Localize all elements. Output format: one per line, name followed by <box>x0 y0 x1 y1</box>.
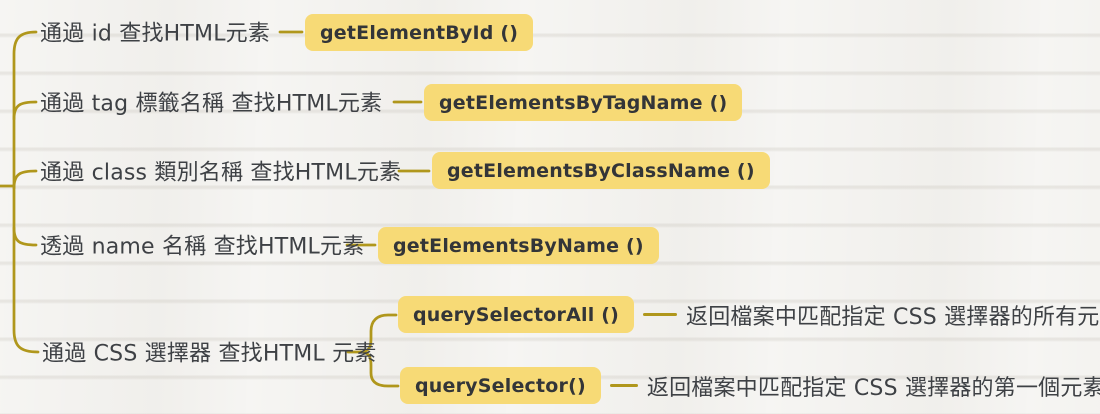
topic-find-by-name[interactable]: 透過 name 名稱 查找HTML元素 <box>40 234 365 260</box>
branch-connector-name <box>12 226 38 247</box>
css-child-row-queryselectorall: querySelectorAll () 返回檔案中匹配指定 CSS 選擇器的所有… <box>398 296 1100 333</box>
description-queryselector: 返回檔案中匹配指定 CSS 選擇器的第一個元素 <box>646 375 1100 401</box>
dash-queryselector-desc <box>609 384 638 387</box>
topic-find-by-class[interactable]: 通過 class 類別名稱 查找HTML元素 <box>40 160 402 186</box>
method-node-getelementsbytagname[interactable]: getElementsByTagName () <box>424 84 743 121</box>
method-node-queryselectorall[interactable]: querySelectorAll () <box>398 296 635 333</box>
branch-connector-class <box>12 169 38 190</box>
method-node-getelementsbyclassname[interactable]: getElementsByClassName () <box>432 152 770 189</box>
topic-find-by-id[interactable]: 通過 id 查找HTML元素 <box>40 21 271 47</box>
topic-find-by-tag[interactable]: 通過 tag 標籤名稱 查找HTML元素 <box>40 91 383 117</box>
trunk-connector <box>12 30 40 354</box>
method-node-queryselector[interactable]: querySelector() <box>400 367 601 404</box>
method-node-getelementsbyname[interactable]: getElementsByName () <box>378 227 659 264</box>
css-child-row-queryselector: querySelector() 返回檔案中匹配指定 CSS 選擇器的第一個元素 <box>400 367 1100 404</box>
dash-queryselectorall-desc <box>643 313 678 316</box>
branch-connector-tag <box>12 100 38 121</box>
topic-find-by-css-selector[interactable]: 通過 CSS 選擇器 查找HTML 元素 <box>42 341 377 367</box>
method-node-getelementbyid[interactable]: getElementById () <box>305 14 534 51</box>
description-queryselectorall: 返回檔案中匹配指定 CSS 選擇器的所有元素 <box>686 304 1100 330</box>
